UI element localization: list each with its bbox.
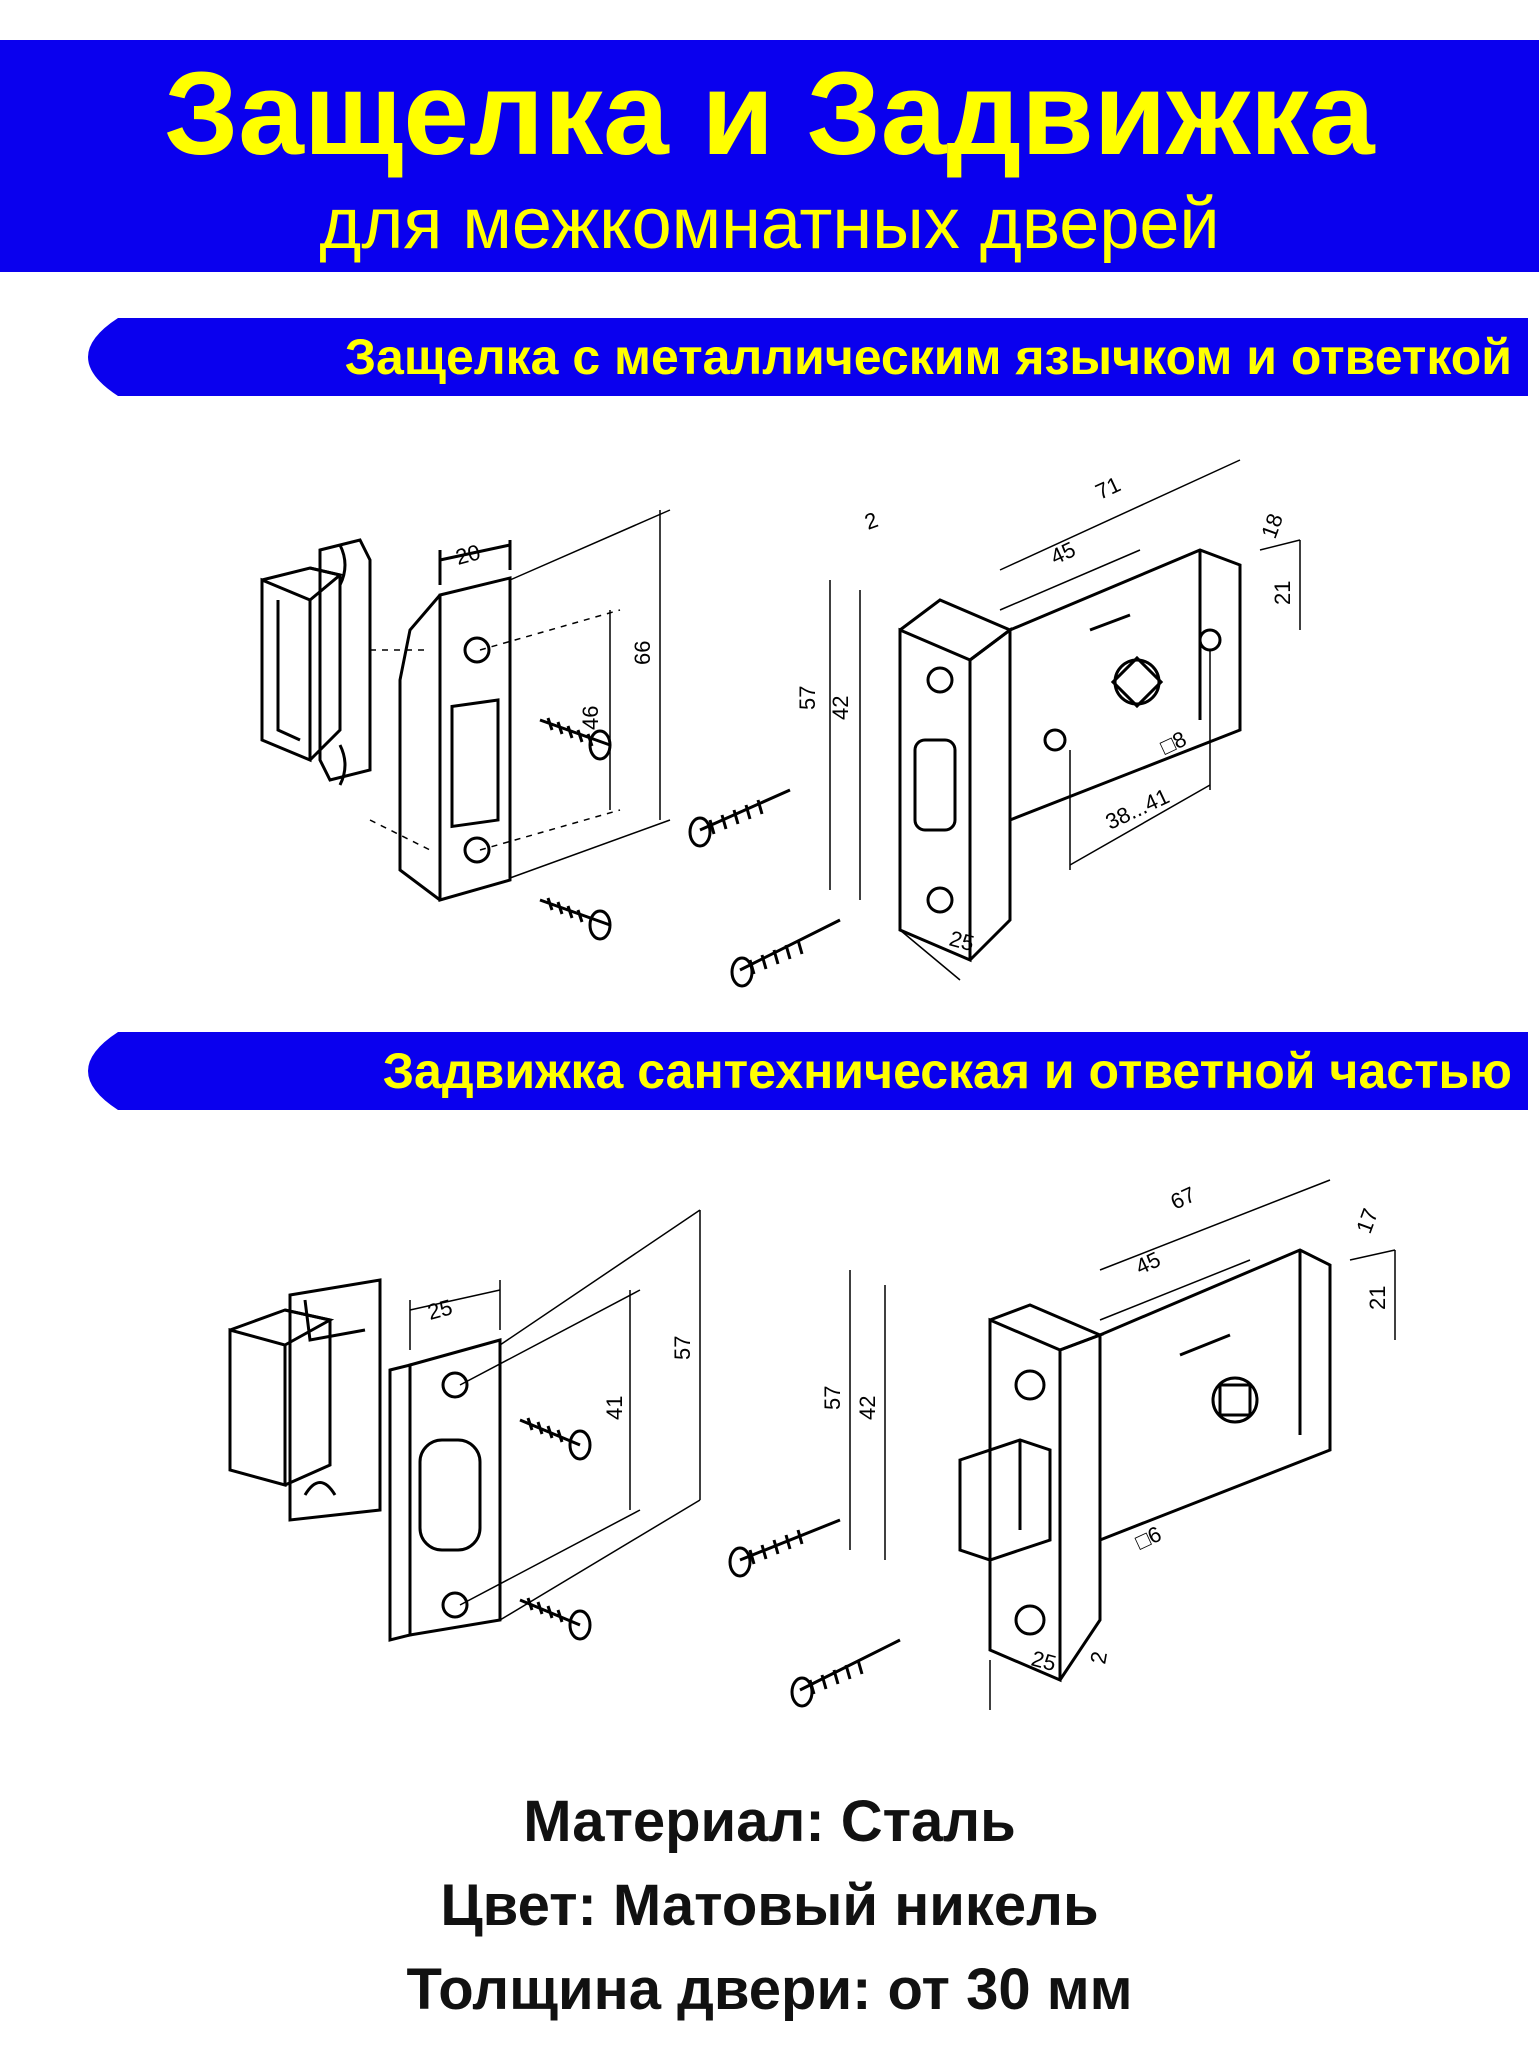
dim-strike-holes: 46 xyxy=(578,706,603,730)
latch-drawing: 20 46 66 xyxy=(0,400,1539,1020)
latch-mechanism xyxy=(829,459,1301,981)
section-latch-banner: Защелка с металлическим язычком и ответк… xyxy=(58,318,1528,396)
spec-color: Цвет: Матовый никель xyxy=(440,1873,1099,1938)
strike-plate xyxy=(388,1209,701,1642)
title-banner: Защелка и Задвижка для межкомнатных двер… xyxy=(0,40,1539,272)
section-latch-title: Защелка с металлическим язычком и ответк… xyxy=(344,329,1512,385)
dim-spindle: □8 xyxy=(1157,726,1191,759)
banner-shape xyxy=(88,318,1528,396)
section-bolt-title: Задвижка сантехническая и ответной часть… xyxy=(382,1043,1512,1099)
dim-body-height: 21 xyxy=(1365,1286,1390,1310)
screw-icon xyxy=(519,1597,592,1641)
specs-block: Материал: Сталь Цвет: Матовый никель Тол… xyxy=(0,1780,1539,2032)
dim-strike-width: 25 xyxy=(425,1294,455,1324)
section-bolt-banner: Задвижка сантехническая и ответной часть… xyxy=(58,1032,1528,1110)
dim-strike-height: 57 xyxy=(670,1336,695,1360)
dim-face-height: 57 xyxy=(820,1386,845,1410)
dim-backset: 45 xyxy=(1132,1247,1165,1280)
dim-total-length: 67 xyxy=(1167,1182,1200,1215)
dim-strike-holes: 41 xyxy=(602,1396,627,1420)
screw-icon xyxy=(790,1638,901,1708)
spec-material: Материал: Сталь xyxy=(523,1789,1016,1854)
bolt-drawing: 25 41 57 xyxy=(0,1120,1539,1740)
dim-total-length: 71 xyxy=(1092,472,1125,505)
screw-icon xyxy=(519,1417,592,1461)
page-subtitle: для межкомнатных дверей xyxy=(319,184,1220,264)
spec-thickness: Толщина двери: от 30 мм xyxy=(406,1957,1133,2022)
screw-icon xyxy=(730,918,841,988)
dim-face-thickness: 2 xyxy=(1085,1649,1112,1665)
strike-box xyxy=(260,538,372,786)
dim-face-holes: 42 xyxy=(828,696,853,720)
screw-icon xyxy=(539,717,612,761)
screw-icon xyxy=(688,788,791,848)
dim-strike-width: 20 xyxy=(453,539,483,569)
dim-face-thickness: 2 xyxy=(861,507,881,535)
dim-face-holes: 42 xyxy=(855,1396,880,1420)
screw-icon xyxy=(728,1518,841,1578)
dim-face-width: 25 xyxy=(1029,1646,1059,1676)
banner-shape xyxy=(88,1032,1528,1110)
dim-body-depth: 18 xyxy=(1256,510,1288,542)
strike-box xyxy=(228,1278,382,1522)
page-title: Защелка и Задвижка xyxy=(164,48,1375,180)
screw-icon xyxy=(539,897,612,941)
strike-plate xyxy=(369,509,671,902)
dim-body-depth: 17 xyxy=(1351,1205,1383,1237)
dim-body-height: 21 xyxy=(1270,581,1295,605)
dim-strike-height: 66 xyxy=(630,641,655,665)
dim-backset: 45 xyxy=(1047,537,1080,570)
bolt-mechanism xyxy=(849,1179,1396,1710)
dim-face-height: 57 xyxy=(795,686,820,710)
